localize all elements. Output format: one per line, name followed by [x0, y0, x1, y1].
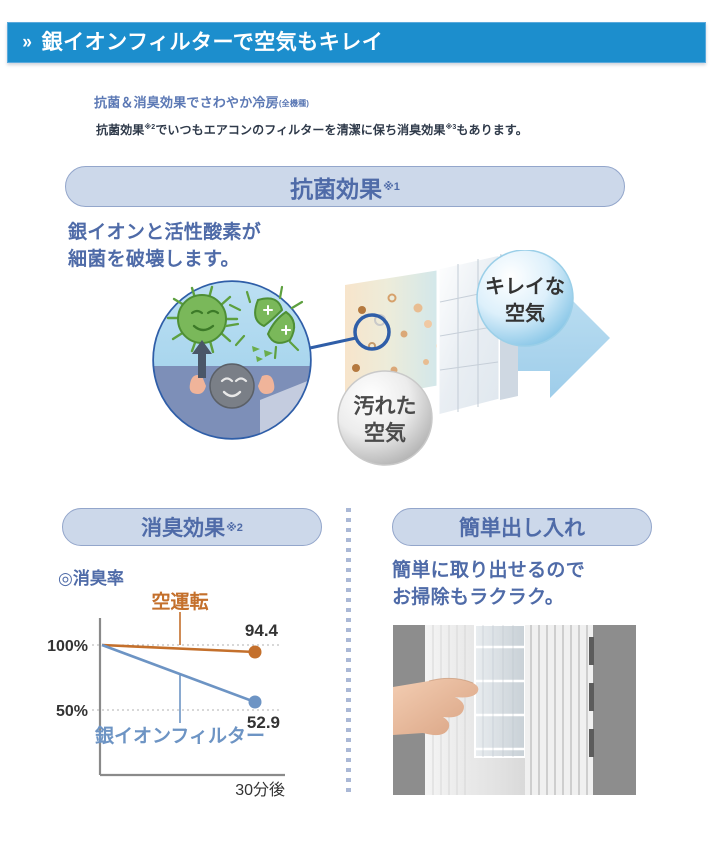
pill-note-antibacterial: ※1 [383, 181, 400, 193]
antibacterial-illustration: 汚れた 空気 キレイな 空気 [152, 250, 610, 466]
dirty-air-label-line2: 空気 [364, 421, 406, 445]
filter-removal-photo [393, 625, 636, 795]
intro-body-part3: もあります。 [456, 123, 528, 137]
intro-body-part2: でいつもエアコンのフィルターを清潔に保ち消臭効果 [155, 123, 446, 137]
page-title: 銀イオンフィルターで空気もキレイ [41, 31, 384, 54]
chart-ytick-100: 100% [47, 638, 88, 655]
chart-point-silver-ion-filter [248, 695, 262, 709]
intro-body: 抗菌効果※2でいつもエアコンのフィルターを清潔に保ち消臭効果※3もあります。 [96, 121, 528, 138]
dirty-air-label-line1: 汚れた [354, 395, 417, 418]
germ-destroyed-icon [224, 285, 304, 362]
chart-legend-silver-ion-filter: 銀イオンフィルター [94, 724, 265, 747]
intro-heading-text: 抗菌＆消臭効果でさわやか冷房 [94, 95, 279, 110]
chart-ytick-50: 50% [56, 703, 88, 720]
pill-label-deodorizing: 消臭効果 [141, 517, 226, 540]
section-pill-antibacterial: 抗菌効果※1 [65, 166, 625, 207]
photo-hand [393, 677, 479, 736]
chart-xlabel: 30分後 [235, 781, 285, 799]
clean-air-label-line1: キレイな [485, 275, 565, 298]
chart-endlabel-air-operation: 94.4 [245, 621, 279, 640]
pill-label-antibacterial: 抗菌効果 [290, 175, 383, 202]
pill-label-easy-removal: 簡単出し入れ [459, 517, 585, 540]
clean-air-bubble: キレイな 空気 [476, 250, 574, 347]
page-header-bar: » 銀イオンフィルターで空気もキレイ [7, 22, 706, 63]
chart-line-silver-ion-filter [101, 643, 256, 704]
antibacterial-lead-line1: 銀イオンと活性酸素が [68, 222, 262, 243]
intro-body-note2: ※3 [445, 124, 457, 131]
intro-body-part1: 抗菌効果 [96, 123, 145, 137]
easy-removal-lead-line1: 簡単に取り出せるので [392, 560, 586, 581]
double-chevron-right-icon: » [22, 32, 31, 53]
chart-legend-air-operation: 空運転 [151, 591, 208, 613]
antibacterial-lead-line2: 細菌を破壊します。 [68, 248, 240, 270]
pill-note-deodorizing: ※2 [226, 521, 243, 534]
section-pill-easy-removal: 簡単出し入れ [392, 508, 652, 546]
silver-ion-character-icon [189, 340, 275, 409]
section-pill-deodorizing: 消臭効果※2 [62, 508, 322, 546]
clean-air-label-line2: 空気 [505, 301, 545, 325]
chart-caption: ◎消臭率 [58, 569, 124, 588]
chart-point-air-operation [248, 645, 262, 659]
chart-line-air-operation [101, 643, 256, 654]
easy-removal-lead-text: 簡単に取り出せるので お掃除もラクラク。 [392, 558, 585, 612]
photo-filter-panel [474, 625, 526, 758]
deodorization-rate-chart: 100% 50% 94.4 52.9 空運転 銀イオンフィルター 30分後 [47, 591, 285, 799]
photo-louver-grille [525, 625, 594, 795]
dirty-air-bubble: 汚れた 空気 [337, 370, 433, 466]
chart-endlabel-silver-ion-filter: 52.9 [247, 713, 280, 732]
section-divider [346, 508, 351, 792]
easy-removal-lead-line2: お掃除もラクラク。 [392, 586, 565, 608]
intro-heading: 抗菌＆消臭効果でさわやか冷房(全機種) [94, 92, 309, 111]
intro-body-note1: ※2 [144, 124, 156, 131]
antibacterial-lead-text: 銀イオンと活性酸素が 細菌を破壊します。 [68, 220, 261, 274]
germ-detail-circle [152, 280, 312, 440]
intro-heading-note: (全機種) [278, 99, 310, 108]
magnifier-callout-icon [309, 313, 391, 351]
